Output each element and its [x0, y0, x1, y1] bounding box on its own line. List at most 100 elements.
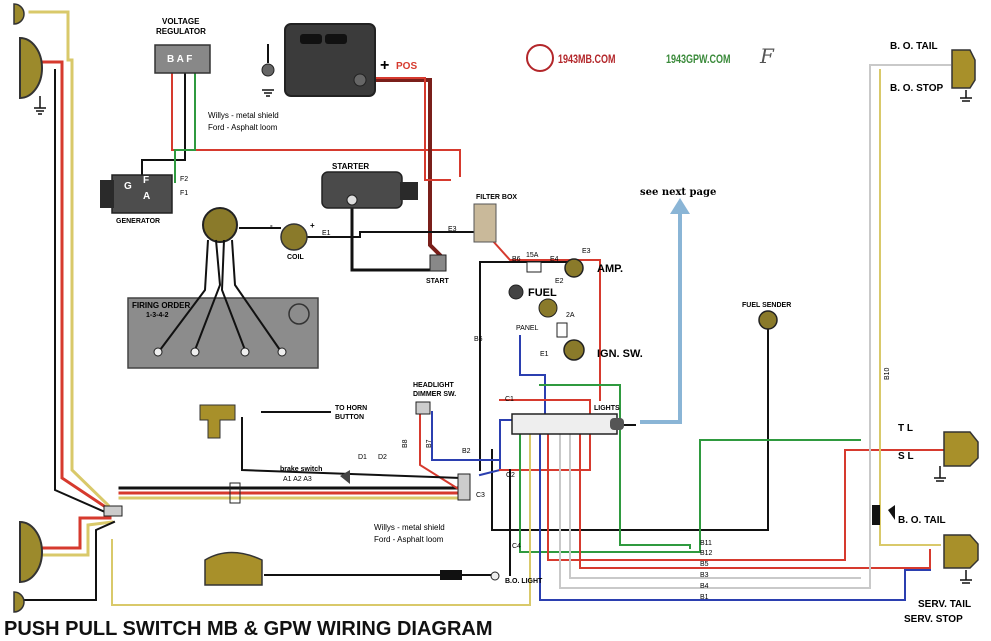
label-see-next: see next page [640, 187, 717, 198]
label-b2: B2 [462, 448, 471, 455]
label-fuel: FUEL [528, 287, 557, 299]
label-to-horn-1: TO HORN [335, 405, 368, 412]
label-bo-stop-top: B. O. STOP [890, 83, 944, 94]
label-serv-stop: SERV. STOP [904, 614, 963, 625]
loom-sleeve [229, 482, 241, 504]
wire-dash-red [499, 399, 591, 471]
label-willys-bot: Willys - metal shield [374, 523, 445, 532]
headlight-top-left [19, 36, 43, 100]
amp-gauge [564, 258, 584, 278]
label-to-horn-2: BUTTON [335, 414, 365, 421]
tail-lamp-right [943, 431, 979, 467]
label-pos: POS [396, 61, 418, 72]
light-switch-knob [610, 418, 624, 430]
wire-b4 [559, 64, 951, 589]
battery-neg-terminal [261, 63, 275, 77]
label-voltage-regulator-1: VOLTAGE [162, 17, 200, 26]
label-baf: B A F [167, 54, 193, 65]
wire-b10 [879, 69, 941, 546]
brake-switch [340, 470, 350, 484]
wire-dash-green [539, 384, 691, 549]
label-e2: E2 [555, 278, 564, 285]
wire-starter-black [350, 203, 440, 272]
starter-nose [400, 182, 418, 200]
see-next-arrow [640, 212, 682, 424]
label-b1: B1 [700, 594, 709, 601]
label-d2: D2 [378, 454, 387, 461]
label-ford-bot: Ford - Asphalt loom [374, 535, 444, 544]
firing-order-panel [127, 297, 319, 369]
label-coil-minus: - [270, 221, 273, 230]
spark-plug-4 [277, 347, 287, 357]
logo-1943gpw: 1943GPW.COM [666, 52, 731, 66]
bo-tail-lamp-top [951, 49, 976, 89]
label-e1: E1 [322, 230, 331, 237]
label-ign: IGN. SW. [597, 348, 643, 360]
horn [199, 404, 236, 439]
logo-ford-f: F [760, 44, 774, 68]
panel-light [538, 298, 558, 318]
fuel-sender [758, 310, 778, 330]
ignition-switch [563, 339, 585, 361]
wire-battery-pos [373, 78, 443, 258]
battery-cap-2 [325, 34, 347, 44]
wire-b12 [547, 424, 946, 561]
wire-b11 [519, 424, 861, 553]
label-sl: S L [898, 451, 914, 462]
label-start: START [426, 278, 449, 285]
fuse-15a [526, 261, 542, 273]
label-a-codes: A1 A2 A3 [283, 476, 312, 483]
willys-logo-icon [526, 44, 554, 72]
wire-b1 [539, 429, 931, 601]
label-amp: AMP. [597, 263, 624, 275]
label-plus: + [380, 57, 390, 74]
wire-horn-down [241, 417, 462, 480]
label-b10: B10 [884, 367, 891, 380]
spark-plug-wires [159, 239, 281, 351]
wire-battery-red [374, 77, 451, 181]
label-brake-switch: brake switch [280, 466, 323, 473]
label-starter: STARTER [332, 162, 370, 171]
wire-black-left [54, 69, 107, 514]
start-switch [429, 254, 447, 272]
label-a: A [143, 191, 151, 202]
headlight-dimmer-switch [415, 401, 431, 415]
label-f: F [143, 175, 150, 186]
bo-driving-light [204, 551, 263, 586]
label-b8: B8 [402, 439, 409, 448]
label-b12: B12 [700, 550, 713, 557]
label-f2: F2 [180, 176, 189, 183]
wire-b3 [569, 424, 861, 579]
label-e3b: E3 [582, 248, 591, 255]
ground-symbol-battery [262, 89, 274, 97]
label-voltage-regulator-2: REGULATOR [156, 27, 206, 36]
label-c1: C1 [505, 396, 514, 403]
wire-yellow-left [28, 10, 111, 508]
label-g: G [124, 181, 132, 192]
label-b3: B3 [700, 572, 709, 579]
wire-lower-yellow [111, 424, 531, 606]
spark-plug-3 [240, 347, 250, 357]
label-b11: B11 [700, 540, 712, 547]
label-firing-order: FIRING ORDER [132, 301, 191, 310]
label-b7: B7 [426, 439, 433, 448]
label-lights: LIGHTS [594, 405, 620, 412]
label-b5: B5 [700, 561, 709, 568]
wire-coil-e1 [305, 231, 481, 238]
label-d1: D1 [358, 454, 367, 461]
wire-lower-left-black [24, 520, 116, 601]
wire-lower-left-red [38, 516, 112, 550]
spark-plug-2 [190, 347, 200, 357]
spark-plug-1 [153, 347, 163, 357]
label-b6b: B6 [474, 336, 483, 343]
light-switch [511, 413, 618, 435]
ignition-coil [280, 223, 308, 251]
wire-dash-blue [478, 335, 546, 477]
ground-symbol-left [34, 96, 46, 115]
label-fuse2: 2A [566, 312, 575, 319]
junction-block-main [457, 473, 471, 501]
starter-motor [321, 171, 403, 209]
wire-reg-red [171, 69, 461, 177]
bo-tail-lamp-bottom [943, 534, 979, 569]
